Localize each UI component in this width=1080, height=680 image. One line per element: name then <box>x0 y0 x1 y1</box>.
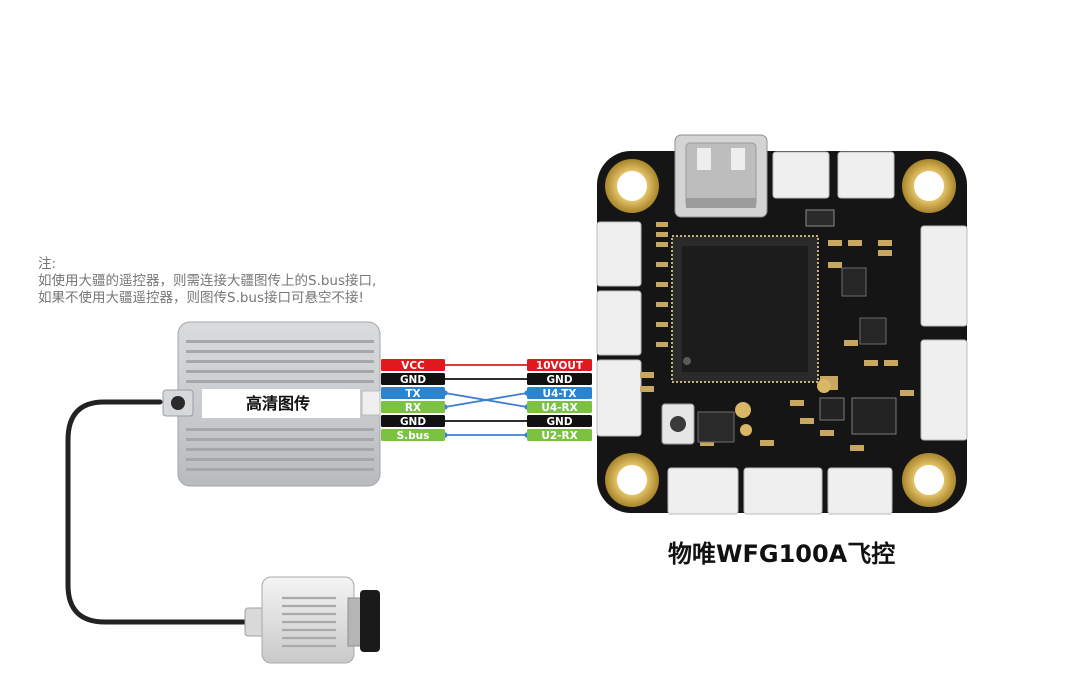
wire-labels: VCC 10VOUT GND GND TX U4-TX RX U4-RX GND GND S.bus… <box>381 359 592 442</box>
wire-label-left-bg-0 <box>381 359 445 371</box>
left-connector-3 <box>596 359 642 437</box>
wire-label-right-2: U4-TX <box>543 388 577 400</box>
wire-label-right-0: 10VOUT <box>536 360 584 372</box>
wire-label-left-1: GND <box>400 374 426 386</box>
wire-label-left-4: GND <box>400 416 426 428</box>
wire-label-right-3: U4-RX <box>541 402 577 414</box>
wire-label-left-bg-4 <box>381 415 445 427</box>
note-line-2: 如果不使用大疆遥控器，则图传S.bus接口可悬空不接! <box>38 290 364 306</box>
wire-label-right-bg-5 <box>527 429 592 441</box>
wire-label-right-1: GND <box>546 374 572 386</box>
wire-label-left-bg-5 <box>381 429 445 441</box>
vtx-heatsink-fins <box>186 340 374 471</box>
wire-label-left-bg-1 <box>381 373 445 385</box>
camera-lens-icon <box>360 590 380 652</box>
mcu-chip <box>671 235 819 383</box>
wire-label-right-bg-0 <box>527 359 592 371</box>
wire-label-left-3: RX <box>405 402 421 414</box>
wire-label-left-2: TX <box>405 388 420 400</box>
wire-label-right-bg-4 <box>527 415 592 427</box>
wire-label-right-bg-1 <box>527 373 592 385</box>
vtx-module: 高清图传 <box>162 321 381 487</box>
wire-label-left-bg-3 <box>381 401 445 413</box>
bottom-connector-3 <box>827 467 893 515</box>
note-title: 注: <box>38 256 57 272</box>
right-connector-2 <box>920 339 968 441</box>
wire-label-right-bg-2 <box>527 387 592 399</box>
wire-label-right-bg-3 <box>527 401 592 413</box>
bottom-connector-2 <box>743 467 823 515</box>
camera-cable <box>65 399 249 625</box>
note-line-1: 如使用大疆的遥控器，则需连接大疆图传上的S.bus接口, <box>38 273 377 289</box>
left-connector-1 <box>596 221 642 287</box>
wire-link-3 <box>444 392 528 408</box>
top-connector-1 <box>772 151 830 199</box>
vtx-label-plate <box>202 389 360 418</box>
wire-label-right-5: U2-RX <box>541 430 577 442</box>
wire-links <box>442 364 530 438</box>
vtx-antenna-port-icon <box>171 396 185 410</box>
camera <box>244 576 380 664</box>
right-connector-1 <box>920 225 968 327</box>
flight-controller-title: 物唯WFG100A飞控 <box>668 540 896 568</box>
wire-label-left-5: S.bus <box>397 430 430 442</box>
top-connector-2 <box>837 151 895 199</box>
vtx-label: 高清图传 <box>246 394 310 413</box>
wire-label-left-0: VCC <box>401 360 425 372</box>
wire-label-right-4: GND <box>546 416 572 428</box>
wire-label-left-bg-2 <box>381 387 445 399</box>
installation-note: 注: 如使用大疆的遥控器，则需连接大疆图传上的S.bus接口, 如果不使用大疆遥… <box>38 256 376 307</box>
left-connector-2 <box>596 290 642 356</box>
flight-controller-board <box>596 134 968 515</box>
bottom-connector-1 <box>667 467 739 515</box>
